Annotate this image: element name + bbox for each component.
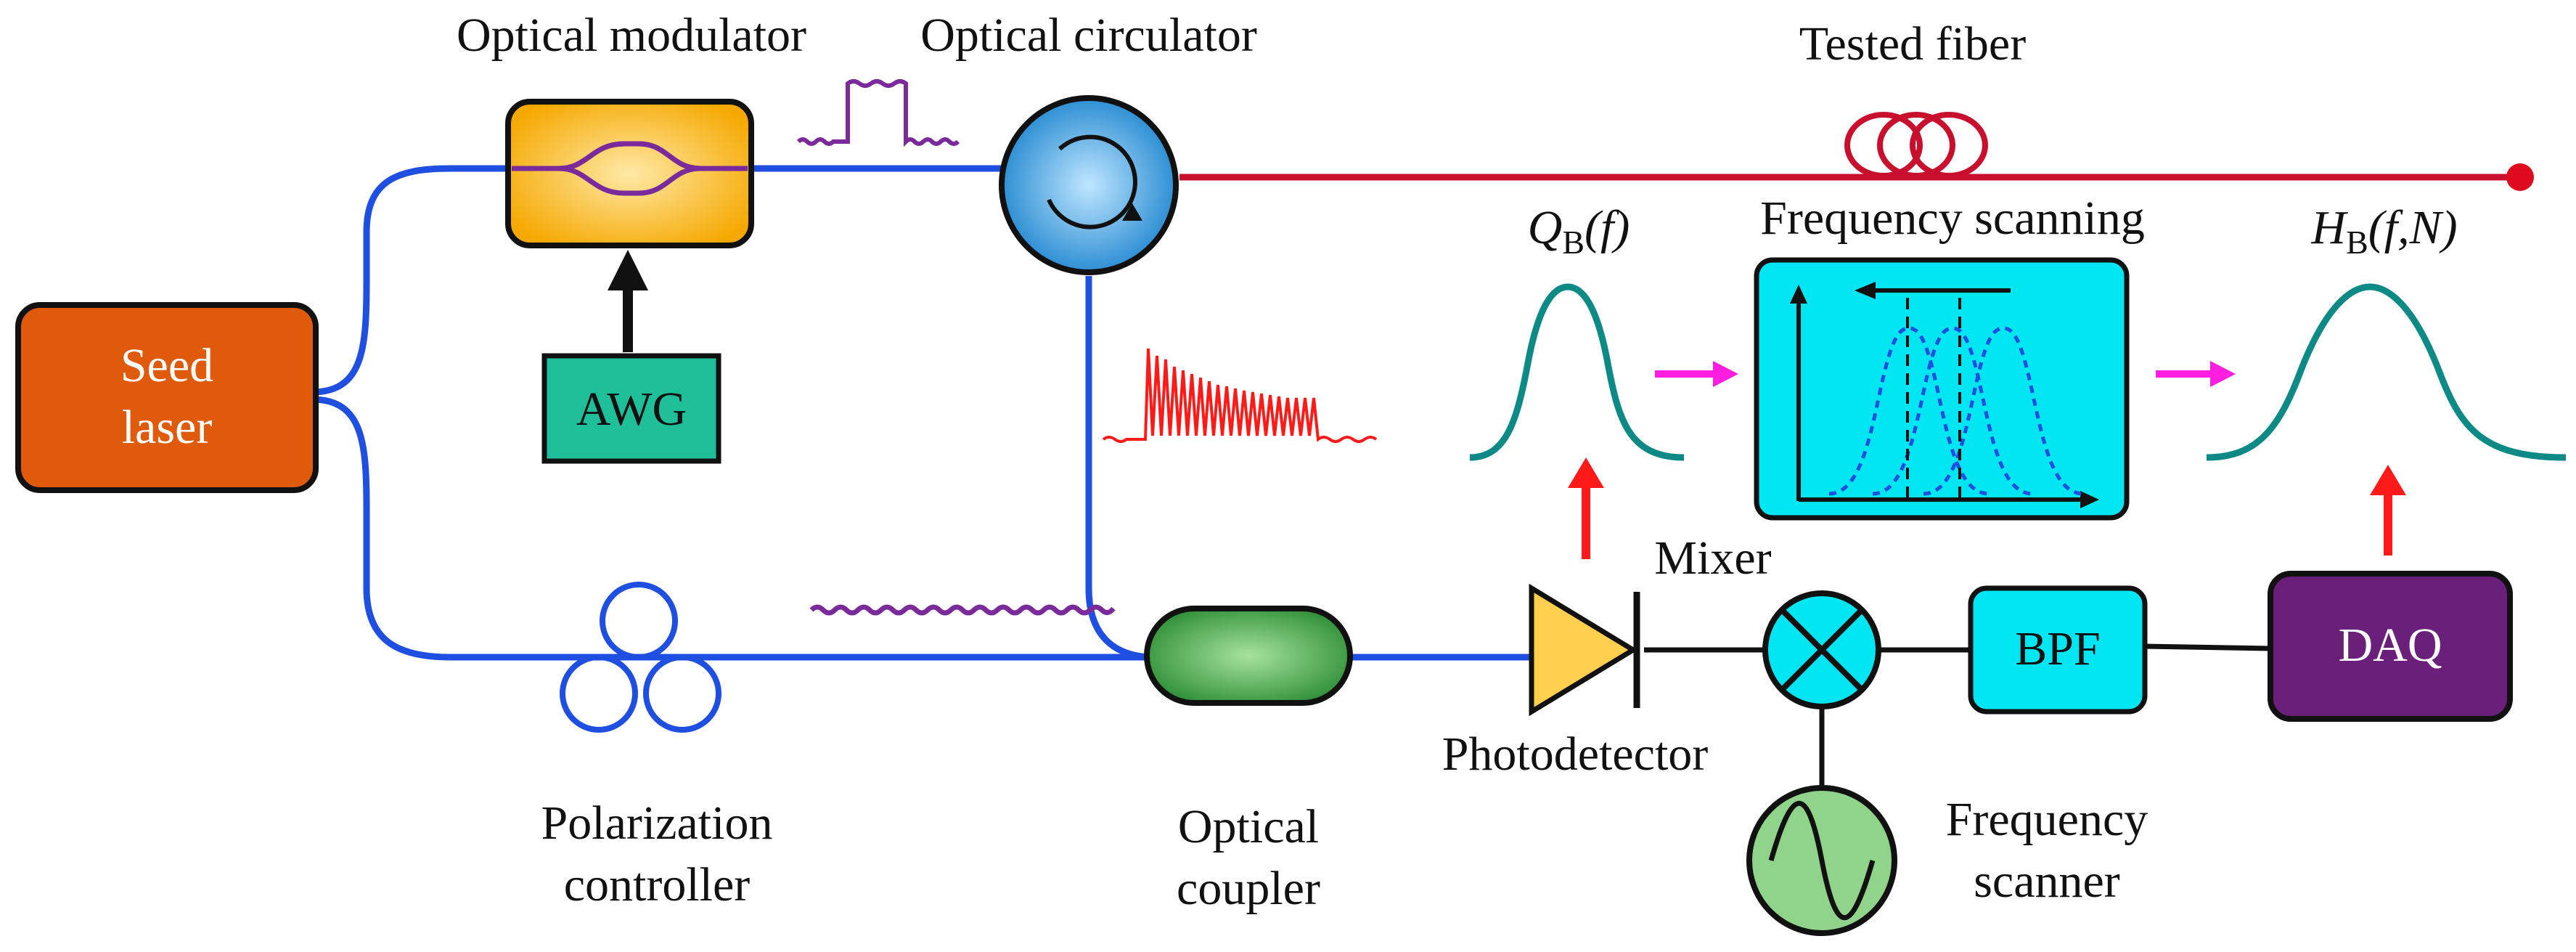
optical-coupler-label-1: Optical (1178, 800, 1319, 853)
fiber-lower-branch (311, 396, 1147, 661)
seed-laser-label-1: Seed (120, 339, 213, 392)
mixer (1762, 590, 1881, 709)
optical-coupler-label-2: coupler (1177, 862, 1320, 915)
gaussian-h-curve (2206, 283, 2567, 461)
daq-box: DAQ (2268, 571, 2513, 722)
optical-circulator (999, 95, 1179, 275)
wire-bpf-to-daq (2144, 643, 2271, 651)
photodetector-label: Photodetector (1442, 728, 1709, 781)
optical-modulator (505, 99, 754, 248)
tested-fiber-label: Tested fiber (1799, 17, 2026, 70)
three-loops-icon (560, 582, 721, 733)
seed-laser: Seed laser (15, 302, 319, 493)
awg-label: AWG (576, 383, 687, 436)
bpf-label: BPF (2015, 622, 2100, 675)
optical-modulator-label: Optical modulator (457, 9, 806, 62)
optical-circulator-label: Optical circulator (920, 9, 1257, 62)
frequency-scanner-label-2: scanner (1974, 855, 2120, 908)
h-label: HB(f,N) (2310, 201, 2457, 261)
fiber-coil-icon (1844, 112, 1988, 179)
photodetector (1529, 583, 1640, 717)
bpf-box: BPF (1968, 585, 2148, 715)
reference-signal-icon (809, 604, 1116, 616)
pink-arrow-1 (1655, 361, 1738, 387)
polarization-controller (560, 582, 721, 733)
sine-wave-icon (1768, 800, 1876, 921)
fiber-circ-to-coupler (1085, 276, 1155, 661)
daq-label: DAQ (2339, 619, 2442, 672)
pink-arrow-2 (2156, 361, 2236, 387)
frequency-scanner (1746, 785, 1897, 936)
fiber-upper-branch (311, 165, 512, 396)
seed-laser-label-2: laser (122, 401, 213, 454)
q-label: QB(f) (1528, 201, 1630, 261)
cross-circle-icon (1780, 608, 1864, 692)
awg-box: AWG (541, 353, 721, 464)
pulse-signal-icon (796, 79, 960, 147)
red-arrow-daq (2370, 465, 2406, 556)
frequency-scanning-label: Frequency scanning (1760, 192, 2145, 245)
red-arrow-pd (1568, 457, 1604, 559)
circular-arrow-icon (1047, 134, 1137, 229)
polarization-controller-label-2: controller (564, 858, 751, 911)
frequency-scanning-panel (1754, 257, 2130, 521)
mixer-label: Mixer (1654, 532, 1771, 585)
polarization-controller-label-1: Polarization (541, 797, 773, 850)
frequency-scanner-label-1: Frequency (1946, 793, 2148, 846)
gaussian-q-curve (1469, 283, 1685, 461)
optical-coupler (1144, 606, 1353, 706)
mzi-lower-arm (558, 166, 701, 196)
beat-signal-icon (1102, 348, 1378, 443)
fiber-end-dot (2506, 163, 2534, 191)
